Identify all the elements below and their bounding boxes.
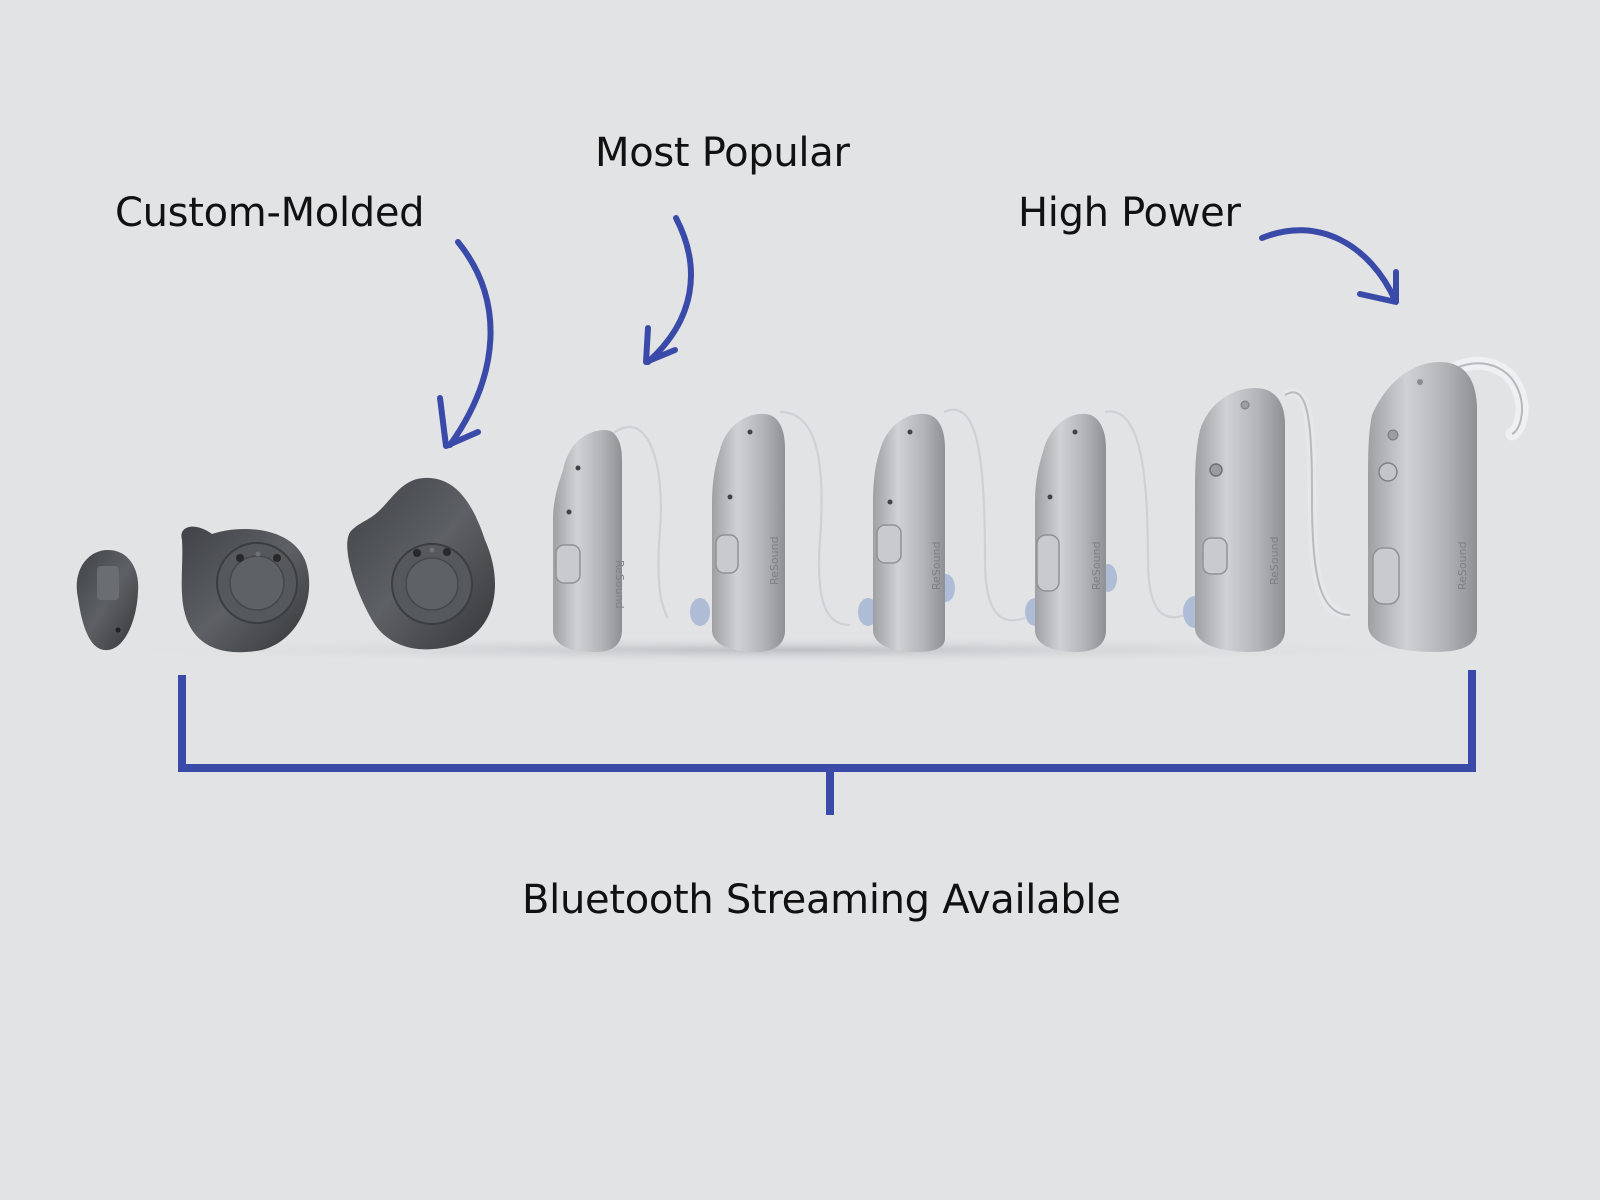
arrow-high-power [1259, 227, 1399, 305]
custom-molded-label: Custom-Molded [115, 190, 425, 236]
arrow-most-popular [643, 215, 694, 365]
rie-device-4: ReSound [1025, 410, 1186, 652]
in-the-ear-device [347, 477, 495, 650]
bte-device-high-power: ReSound [1368, 356, 1529, 652]
brand-mark: ReSound [1456, 541, 1469, 590]
most-popular-label: Most Popular [595, 130, 850, 176]
brand-mark: ReSound [930, 541, 943, 590]
bluetooth-streaming-label: Bluetooth Streaming Available [522, 877, 1121, 923]
rie-device-3: ReSound [858, 408, 1026, 652]
brand-mark: ReSound [613, 560, 626, 609]
brand-mark: ReSound [1090, 541, 1103, 590]
bluetooth-bracket [178, 670, 1476, 815]
in-the-canal-device [181, 526, 310, 653]
brand-mark: ReSound [768, 536, 781, 585]
rie-device-2: ReSound [690, 410, 851, 652]
rie-device-5-power: ReSound [1183, 388, 1351, 652]
rie-device-1: ReSound [553, 425, 669, 652]
arrow-custom-molded [437, 239, 494, 449]
high-power-label: High Power [1018, 190, 1241, 236]
brand-mark: ReSound [1268, 536, 1281, 585]
invisible-in-canal-device [76, 550, 139, 651]
